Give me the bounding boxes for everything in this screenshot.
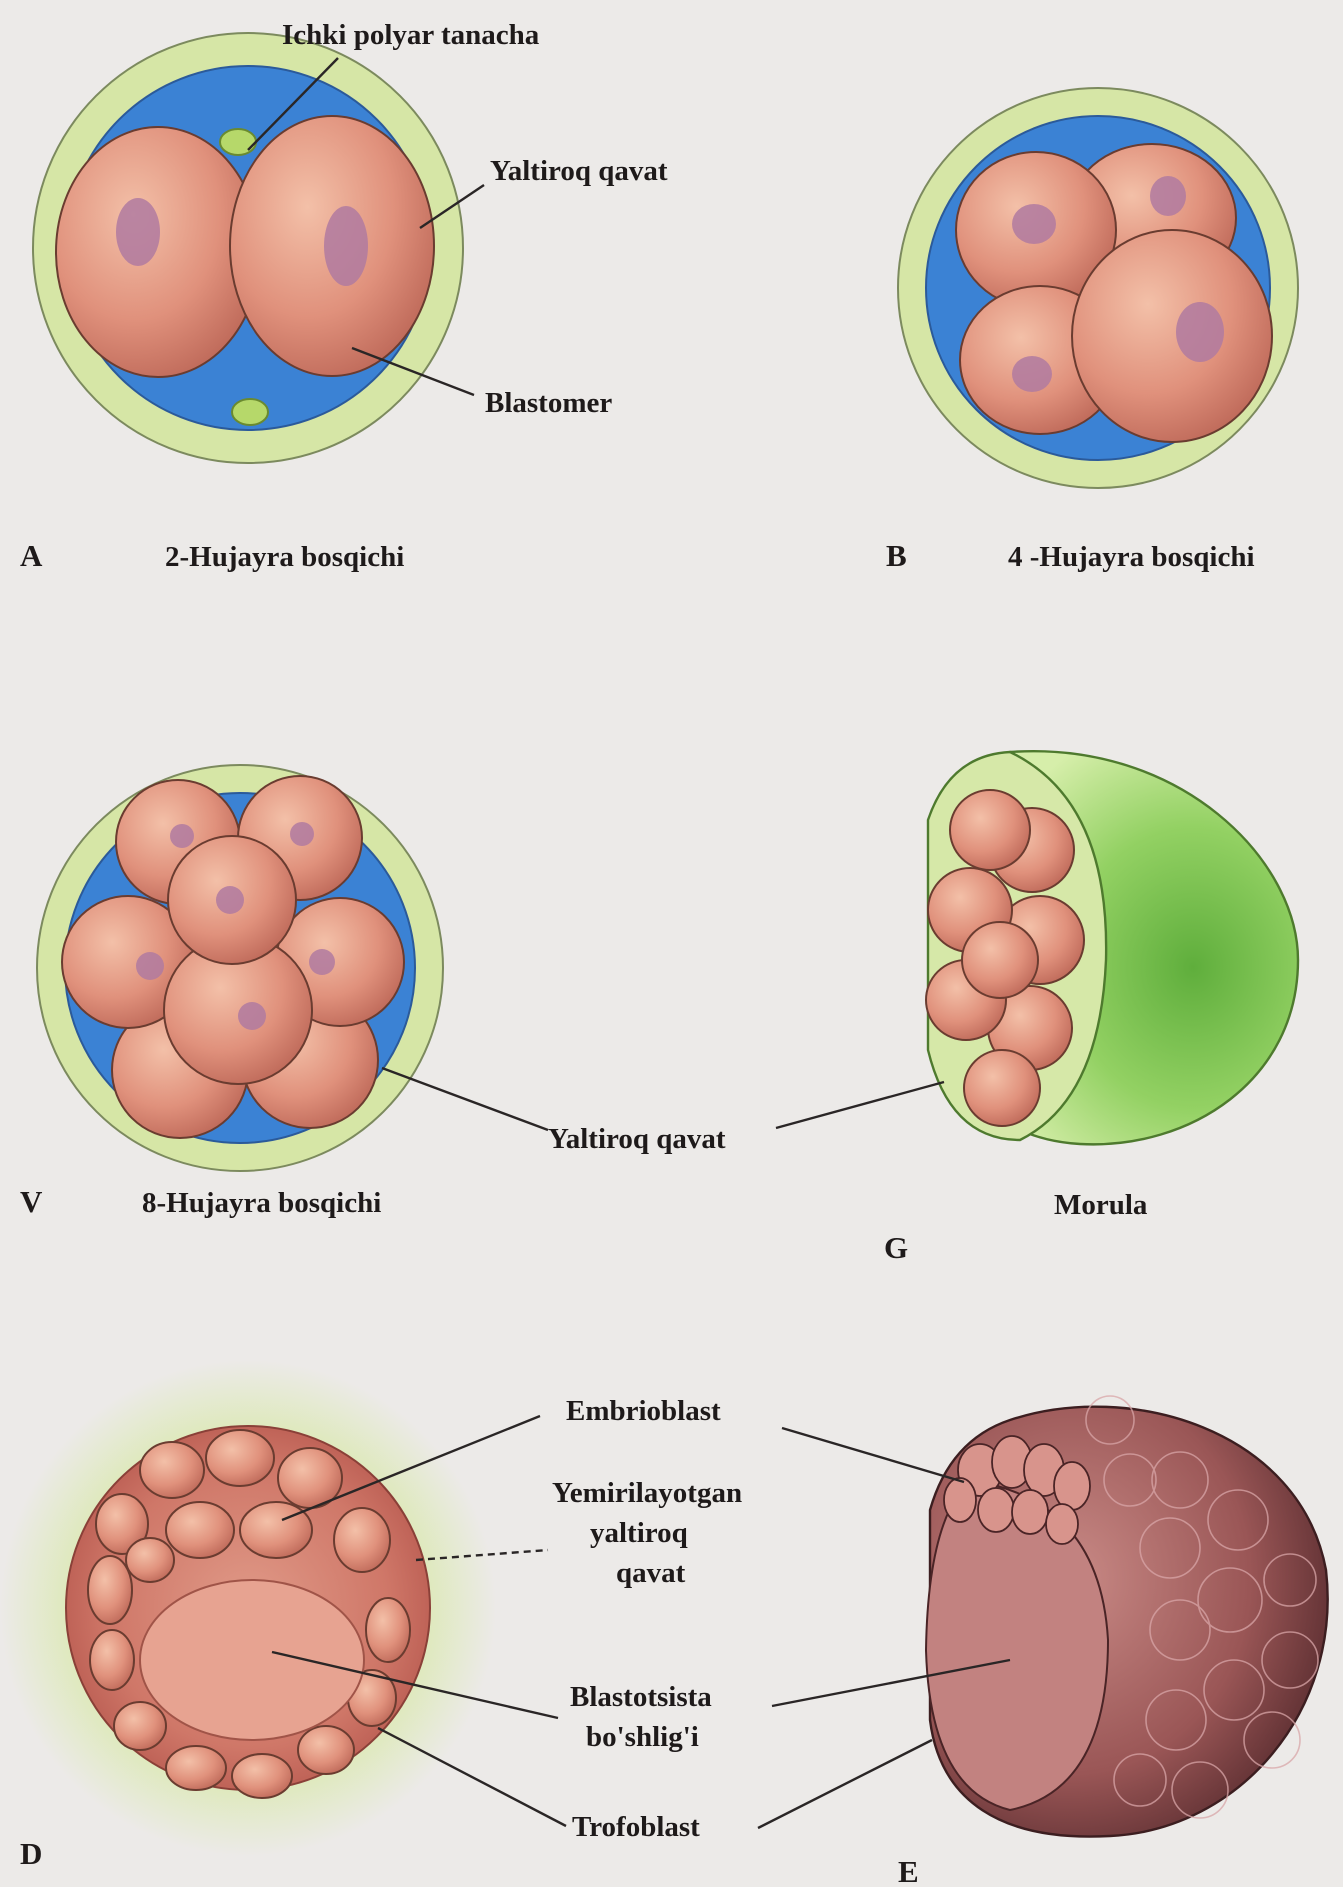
nucleus [1176, 302, 1224, 362]
leader-line [758, 1740, 932, 1828]
caption-four-cell: 4 -Hujayra bosqichi [1008, 541, 1255, 573]
trophoblast-cell [366, 1598, 410, 1662]
trophoblast-cell [88, 1556, 132, 1624]
panel-v-eight-cell [37, 765, 443, 1171]
nucleus [1012, 204, 1056, 244]
embryoblast-cell [166, 1502, 234, 1558]
label-yemir-2: yaltiroq [590, 1517, 688, 1549]
embryoblast-cell [126, 1538, 174, 1582]
leader-line [782, 1428, 964, 1482]
label-blastomer: Blastomer [485, 387, 612, 419]
leader-line [382, 1068, 548, 1130]
caption-eight-cell: 8-Hujayra bosqichi [142, 1187, 381, 1219]
polar-body [220, 129, 256, 155]
nucleus [290, 822, 314, 846]
nucleus [116, 198, 160, 266]
panel-g-morula [926, 751, 1298, 1144]
panel-letter-b: B [886, 538, 907, 573]
embryoblast-cell [140, 1442, 204, 1498]
label-cavity-1: Blastotsista [570, 1681, 712, 1713]
morula-cell [964, 1050, 1040, 1126]
trophoblast-cell [90, 1630, 134, 1690]
nucleus [170, 824, 194, 848]
nucleus [1150, 176, 1186, 216]
panel-letter-a: A [20, 538, 43, 573]
label-yemir-1: Yemirilayotgan [552, 1477, 742, 1509]
nucleus [136, 952, 164, 980]
label-cavity-2: bo'shlig'i [586, 1721, 699, 1753]
nucleus [238, 1002, 266, 1030]
embryoblast-cell [334, 1508, 390, 1572]
embryoblast-cell [206, 1430, 274, 1486]
label-yemir-3: qavat [616, 1557, 686, 1589]
label-embrioblast: Embrioblast [566, 1395, 721, 1427]
trophoblast-cell [166, 1746, 226, 1790]
embryoblast-cell [240, 1502, 312, 1558]
label-zona-a: Yaltiroq qavat [490, 155, 668, 187]
leader-line [776, 1082, 944, 1128]
polar-body [232, 399, 268, 425]
label-trofoblast: Trofoblast [572, 1811, 700, 1843]
trophoblast-cell [114, 1702, 166, 1750]
label-polar-body: Ichki polyar tanacha [282, 19, 540, 51]
morula-cell [950, 790, 1030, 870]
nucleus [324, 206, 368, 286]
panel-letter-v: V [20, 1184, 43, 1219]
trophoblast-cell [298, 1726, 354, 1774]
morula-cell [962, 922, 1038, 998]
panel-e-blastocyst-3d [926, 1396, 1328, 1837]
panel-letter-d: D [20, 1836, 42, 1871]
nucleus [309, 949, 335, 975]
blastocyst-cavity [140, 1580, 364, 1740]
panel-a-two-cell [33, 33, 463, 463]
trophoblast-cell [232, 1754, 292, 1798]
panel-d-blastocyst [0, 1360, 496, 1856]
caption-two-cell: 2-Hujayra bosqichi [165, 541, 404, 573]
panel-b-four-cell [898, 88, 1298, 488]
caption-morula: Morula [1054, 1189, 1148, 1221]
blastomere [1072, 230, 1272, 442]
panel-letter-g: G [884, 1230, 908, 1265]
panel-letter-e: E [898, 1854, 919, 1887]
nucleus [1012, 356, 1052, 392]
label-zona-b: Yaltiroq qavat [548, 1123, 726, 1155]
nucleus [216, 886, 244, 914]
